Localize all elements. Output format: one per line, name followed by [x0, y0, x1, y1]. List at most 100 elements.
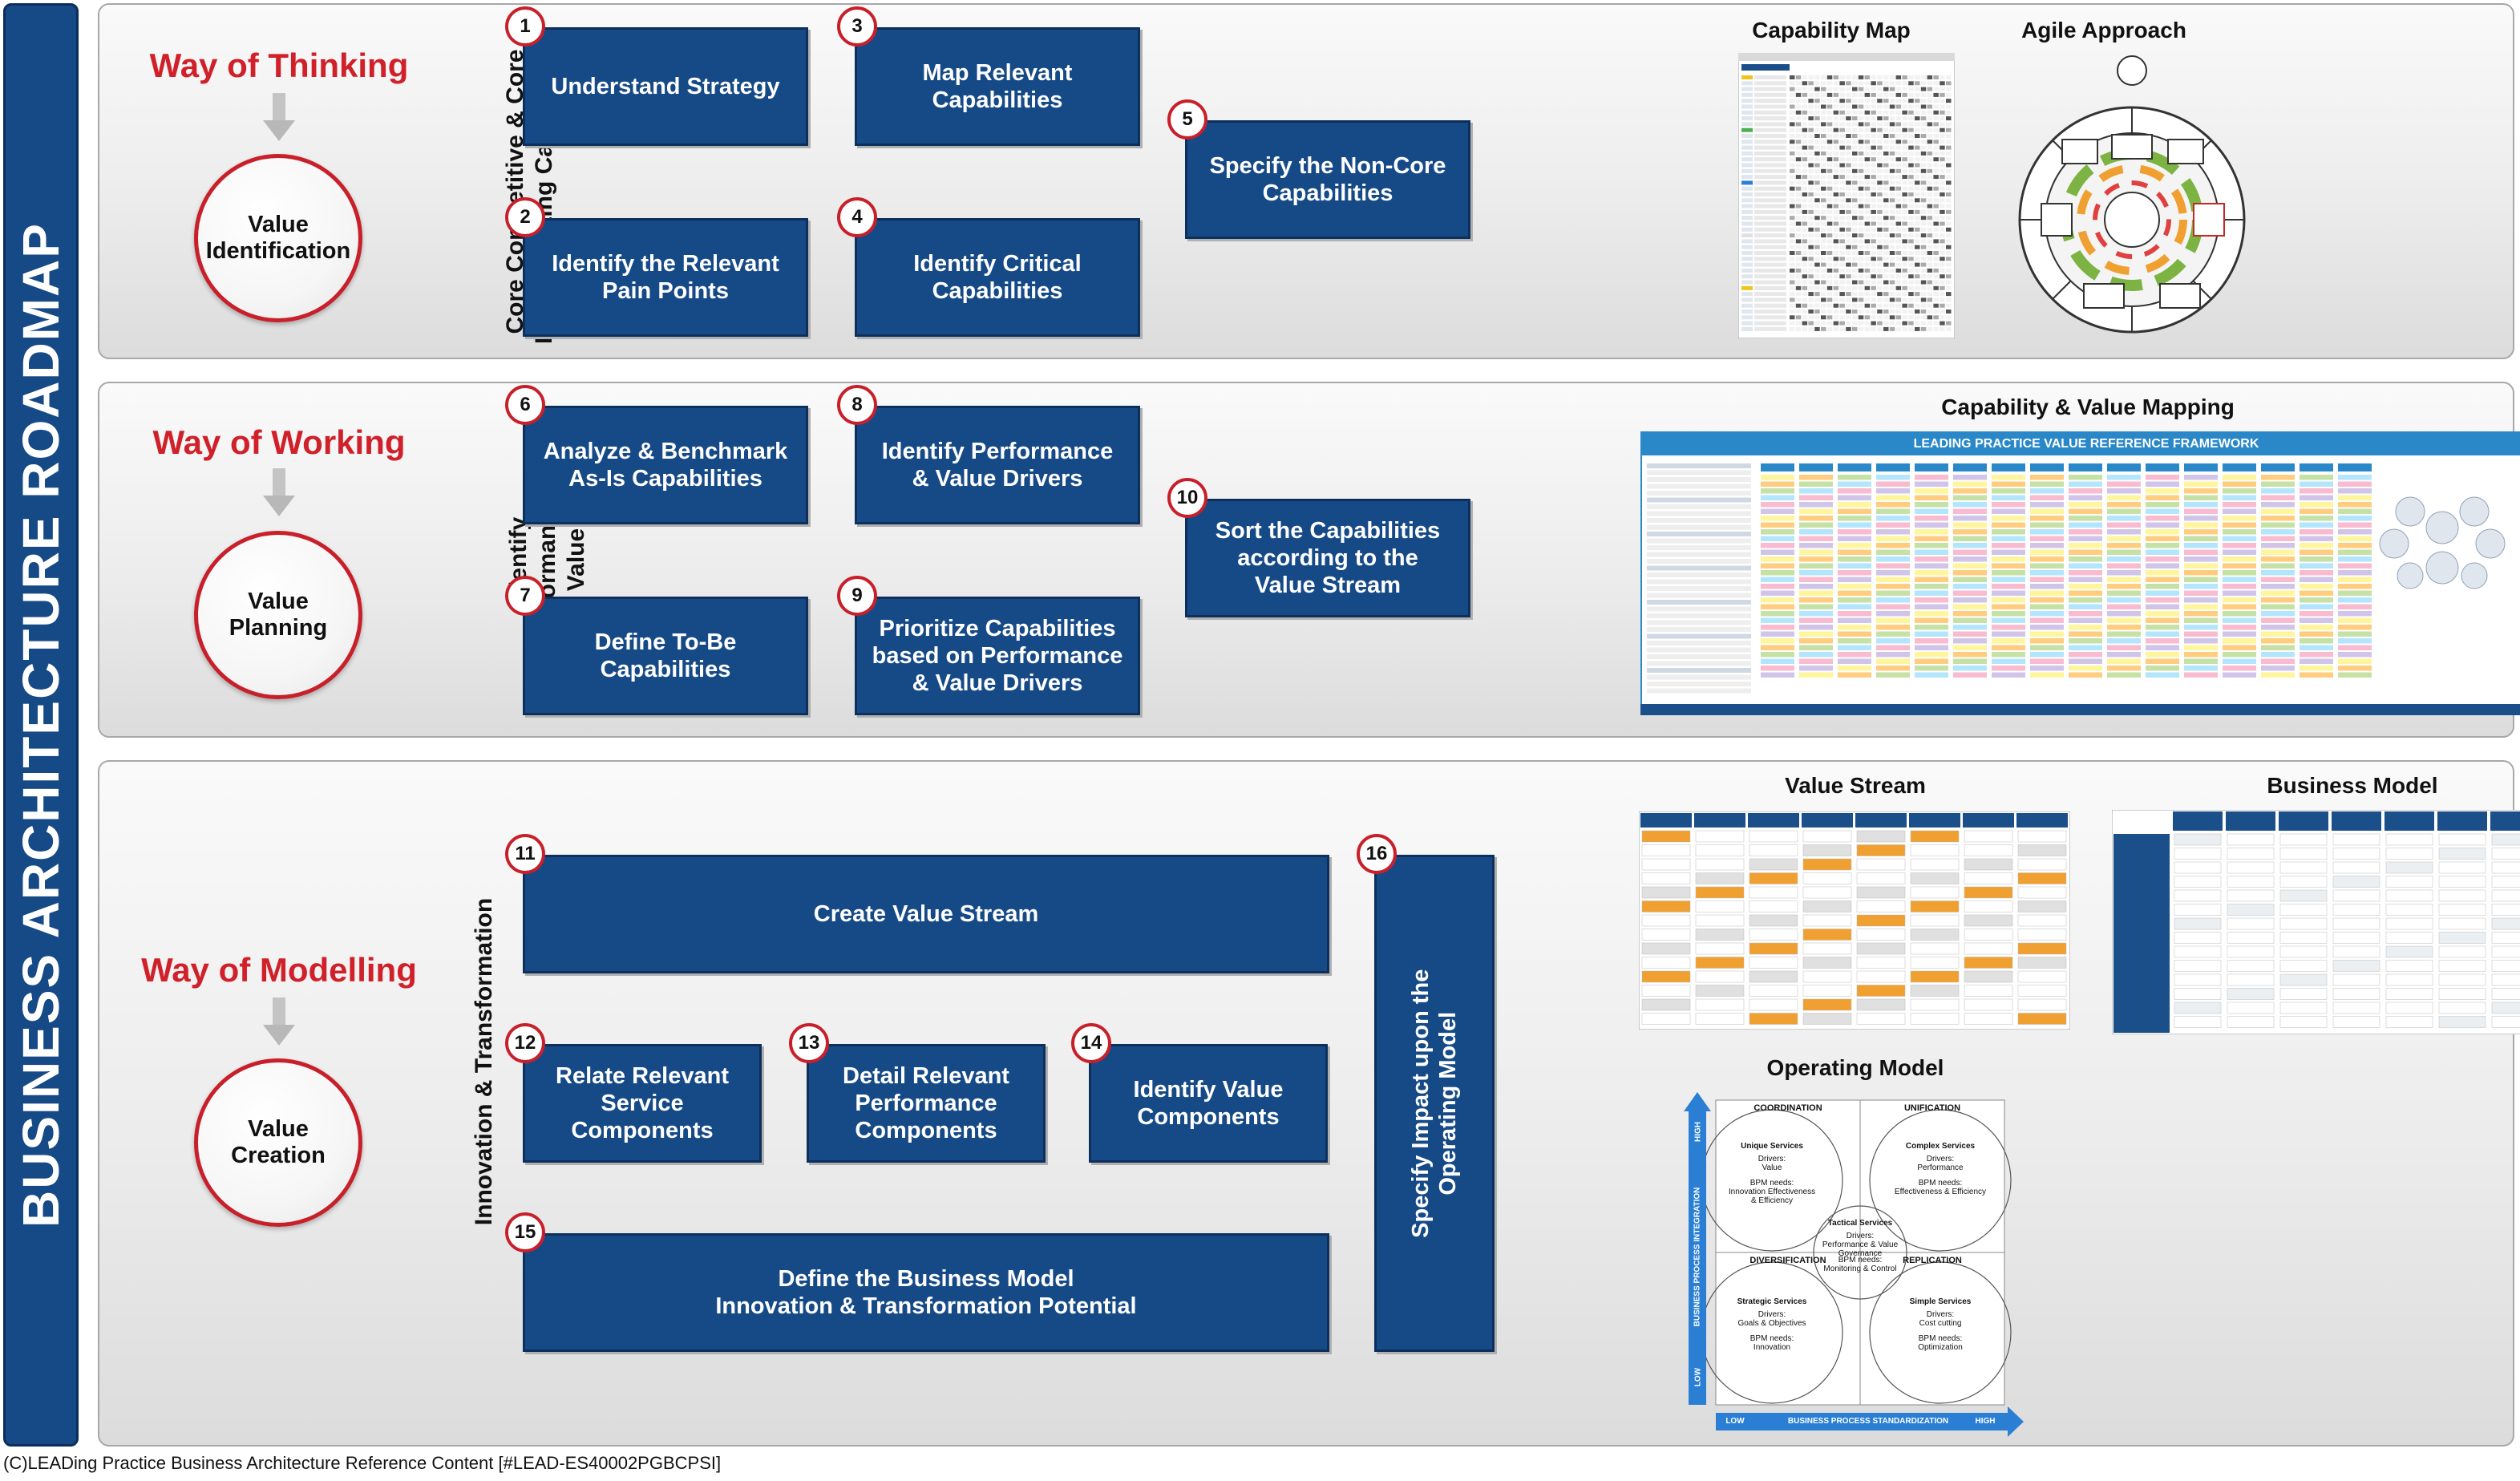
step-label: Relate Relevant Service Components — [556, 1062, 729, 1144]
value-stream-thumbnail — [1639, 811, 2070, 1030]
operating-model-label: Simple Services — [1909, 1297, 1972, 1306]
step-box-10: Sort the Capabilities according to the V… — [1185, 499, 1470, 617]
operating-model-label: HIGH — [1693, 1122, 1703, 1142]
step-number-9: 9 — [837, 576, 877, 616]
value-circle: Value Creation — [194, 1058, 362, 1227]
step-box-16: Specify Impact upon the Operating Model — [1374, 855, 1495, 1352]
operating-model-label: BUSINESS PROCESS STANDARDIZATION — [1787, 1417, 1949, 1426]
value-circle: Value Identification — [194, 154, 362, 322]
step-number-2: 2 — [505, 197, 545, 237]
step-box-1: Understand Strategy — [523, 27, 808, 146]
thumb-title-capability-map: Capability Map — [1752, 18, 1911, 42]
step-number-4: 4 — [837, 197, 877, 237]
operating-model-label: HIGH — [1975, 1417, 1996, 1426]
operating-model-label: BPM needs: Effectiveness & Efficiency — [1894, 1179, 1987, 1196]
operating-model-label: LOW — [1725, 1417, 1745, 1426]
step-box-5: Specify the Non-Core Capabilities — [1185, 120, 1470, 239]
step-label: Analyze & Benchmark As-Is Capabilities — [543, 438, 788, 492]
step-box-14: Identify Value Components — [1089, 1044, 1328, 1163]
way-title: Way of Working — [152, 423, 406, 461]
banner-title: BUSINESS ARCHITECTURE ROADMAP — [12, 222, 70, 1228]
step-number-1: 1 — [505, 6, 545, 47]
step-number-16: 16 — [1357, 834, 1397, 874]
operating-model-label: Strategic Services — [1737, 1297, 1807, 1306]
step-number-14: 14 — [1071, 1023, 1111, 1063]
agile-approach-thumbnail — [2018, 55, 2246, 334]
section-way-of-thinking: Way of Thinking Value Identification Cor… — [98, 3, 2514, 359]
step-label: Identify the Relevant Pain Points — [552, 250, 779, 304]
step-label: Define the Business Model Innovation & T… — [715, 1265, 1137, 1319]
thumb-title-capability-value-mapping: Capability & Value Mapping — [1941, 395, 2235, 419]
capability-map-thumbnail — [1738, 53, 1955, 338]
step-label: Prioritize Capabilities based on Perform… — [872, 615, 1123, 697]
arrow-down-shaft — [273, 468, 285, 497]
operating-model-label: BPM needs: Innovation Effectiveness & Ef… — [1728, 1179, 1816, 1205]
operating-model-label: BPM needs: Innovation — [1749, 1334, 1794, 1352]
step-number-5: 5 — [1167, 99, 1207, 140]
operating-model-label: Tactical Services — [1827, 1219, 1893, 1228]
arrow-down-icon — [263, 496, 295, 516]
section-way-of-working: Way of Working Value Planning Identify P… — [98, 382, 2520, 738]
step-label: Sort the Capabilities according to the V… — [1215, 517, 1441, 599]
capability-value-mapping-thumbnail: LEADING PRACTICE VALUE REFERENCE FRAMEWO… — [1640, 431, 2520, 715]
step-box-2: Identify the Relevant Pain Points — [523, 218, 808, 337]
arrow-down-shaft — [273, 93, 285, 122]
operating-model-label: UNIFICATION — [1903, 1103, 1961, 1113]
step-number-8: 8 — [837, 385, 877, 425]
operating-model-label: Complex Services — [1905, 1142, 1976, 1151]
step-number-7: 7 — [505, 576, 545, 616]
step-box-13: Detail Relevant Performance Components — [807, 1044, 1046, 1163]
operating-model-label: DIVERSIFICATION — [1749, 1256, 1826, 1265]
vertical-label: Innovation & Transformation — [471, 897, 497, 1226]
way-title: Way of Thinking — [149, 47, 409, 84]
footer-copyright: (C)LEADing Practice Business Architectur… — [3, 1453, 722, 1473]
step-number-12: 12 — [505, 1023, 545, 1063]
step-label: Specify the Non-Core Capabilities — [1209, 152, 1446, 206]
step-label: Specify Impact upon the Operating Model — [1407, 969, 1461, 1238]
operating-model-label: BUSINESS PROCESS INTEGRATION — [1693, 1187, 1702, 1327]
step-number-6: 6 — [505, 385, 545, 425]
arrow-down-icon — [263, 1025, 295, 1046]
operating-model-label: Drivers: Value — [1758, 1155, 1786, 1172]
svg-text:LEADING PRACTICE VALUE REFEREN: LEADING PRACTICE VALUE REFERENCE FRAMEWO… — [1914, 437, 2259, 451]
operating-model-label: Drivers: Cost cutting — [1919, 1310, 1962, 1328]
operating-model-label: REPLICATION — [1903, 1256, 1962, 1265]
step-label: Map Relevant Capabilities — [922, 59, 1073, 113]
step-box-8: Identify Performance & Value Drivers — [855, 406, 1140, 524]
operating-model-label: COORDINATION — [1753, 1103, 1822, 1113]
operating-model-label: Drivers: Performance & Value Governance — [1822, 1232, 1899, 1258]
step-number-3: 3 — [837, 6, 877, 47]
operating-model-label: LOW — [1693, 1367, 1703, 1387]
thumb-title-operating-model: Operating Model — [1766, 1055, 1944, 1080]
step-box-12: Relate Relevant Service Components — [523, 1044, 762, 1163]
step-label: Detail Relevant Performance Components — [843, 1062, 1009, 1144]
way-title: Way of Modelling — [141, 951, 417, 989]
operating-model-axes — [1684, 1092, 2024, 1437]
step-box-7: Define To-Be Capabilities — [523, 597, 808, 715]
value-circle: Value Planning — [194, 531, 362, 699]
step-label: Define To-Be Capabilities — [594, 629, 737, 682]
operating-model-label: Drivers: Performance — [1917, 1155, 1964, 1172]
step-number-15: 15 — [505, 1212, 545, 1252]
operating-model-label: Unique Services — [1741, 1142, 1803, 1151]
operating-model-label: Drivers: Goals & Objectives — [1737, 1310, 1806, 1328]
step-box-4: Identify Critical Capabilities — [855, 218, 1140, 337]
step-label: Identify Value Components — [1133, 1076, 1284, 1130]
thumb-title-agile-approach: Agile Approach — [2021, 18, 2186, 42]
side-banner: BUSINESS ARCHITECTURE ROADMAP — [3, 3, 79, 1447]
step-number-13: 13 — [789, 1023, 829, 1063]
step-box-3: Map Relevant Capabilities — [855, 27, 1140, 146]
thumb-title-value-stream: Value Stream — [1785, 773, 1926, 798]
step-box-6: Analyze & Benchmark As-Is Capabilities — [523, 406, 808, 524]
step-label: Create Value Stream — [813, 900, 1039, 927]
arrow-down-icon — [263, 120, 295, 141]
step-number-10: 10 — [1167, 478, 1207, 518]
operating-model-label: BPM needs: Optimization — [1918, 1334, 1963, 1352]
step-box-15: Define the Business Model Innovation & T… — [523, 1233, 1329, 1352]
step-label: Identify Critical Capabilities — [913, 250, 1082, 304]
step-label: Identify Performance & Value Drivers — [881, 438, 1114, 492]
step-label: Understand Strategy — [551, 73, 780, 99]
operating-model-thumbnail: COORDINATION UNIFICATION DIVERSIFICATION RE… — [1684, 1092, 2024, 1442]
step-number-11: 11 — [505, 834, 545, 874]
step-box-11: Create Value Stream — [523, 855, 1329, 973]
